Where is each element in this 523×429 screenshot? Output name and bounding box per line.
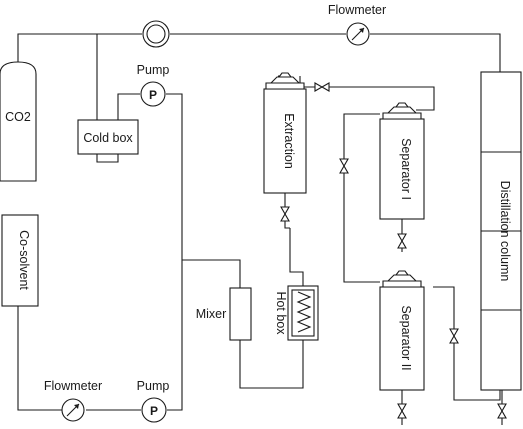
heat-exchanger bbox=[142, 20, 170, 48]
piping bbox=[17, 33, 503, 425]
valve-icon bbox=[314, 82, 330, 92]
valve-icon bbox=[497, 403, 507, 419]
extraction-vessel: Extraction bbox=[263, 72, 307, 194]
distillation-column: Distillation column bbox=[480, 71, 522, 391]
pump-bottom-label: Pump bbox=[137, 379, 170, 393]
flowmeter-bottom-label: Flowmeter bbox=[44, 379, 102, 393]
pump-top-label: Pump bbox=[137, 63, 170, 77]
hot-box: Hot box bbox=[274, 285, 319, 341]
co-solvent-label: Co-solvent bbox=[17, 230, 31, 290]
valve-icon bbox=[397, 233, 407, 249]
valve-icon bbox=[449, 328, 459, 344]
separator-2-label: Separator II bbox=[399, 305, 413, 370]
co2-cylinder: CO2 bbox=[0, 61, 37, 182]
separator-1: Separator I bbox=[379, 102, 425, 220]
flowmeter-bottom: Flowmeter bbox=[44, 379, 102, 422]
cold-box: Cold box bbox=[77, 119, 139, 155]
valve-icon bbox=[280, 206, 290, 222]
separator-1-label: Separator I bbox=[399, 138, 413, 200]
flowmeter-top-label: Flowmeter bbox=[328, 3, 386, 17]
distillation-label: Distillation column bbox=[498, 181, 512, 282]
valve-icon bbox=[397, 403, 407, 419]
flowmeter-top: Flowmeter bbox=[328, 3, 386, 46]
pump-top: Pump P bbox=[137, 63, 170, 107]
valve-icon bbox=[339, 158, 349, 174]
co-solvent-tank: Co-solvent bbox=[1, 214, 39, 307]
extraction-label: Extraction bbox=[282, 113, 296, 169]
co2-label: CO2 bbox=[5, 110, 31, 124]
hot-box-label: Hot box bbox=[274, 291, 288, 335]
pump-bottom: Pump P bbox=[137, 379, 170, 423]
mixer: Mixer bbox=[196, 287, 252, 341]
separator-2: Separator II bbox=[379, 270, 425, 391]
cold-box-label: Cold box bbox=[83, 131, 133, 145]
pump-bottom-symbol: P bbox=[150, 404, 158, 418]
valves bbox=[280, 82, 507, 419]
mixer-label: Mixer bbox=[196, 307, 227, 321]
pump-top-symbol: P bbox=[149, 88, 157, 102]
